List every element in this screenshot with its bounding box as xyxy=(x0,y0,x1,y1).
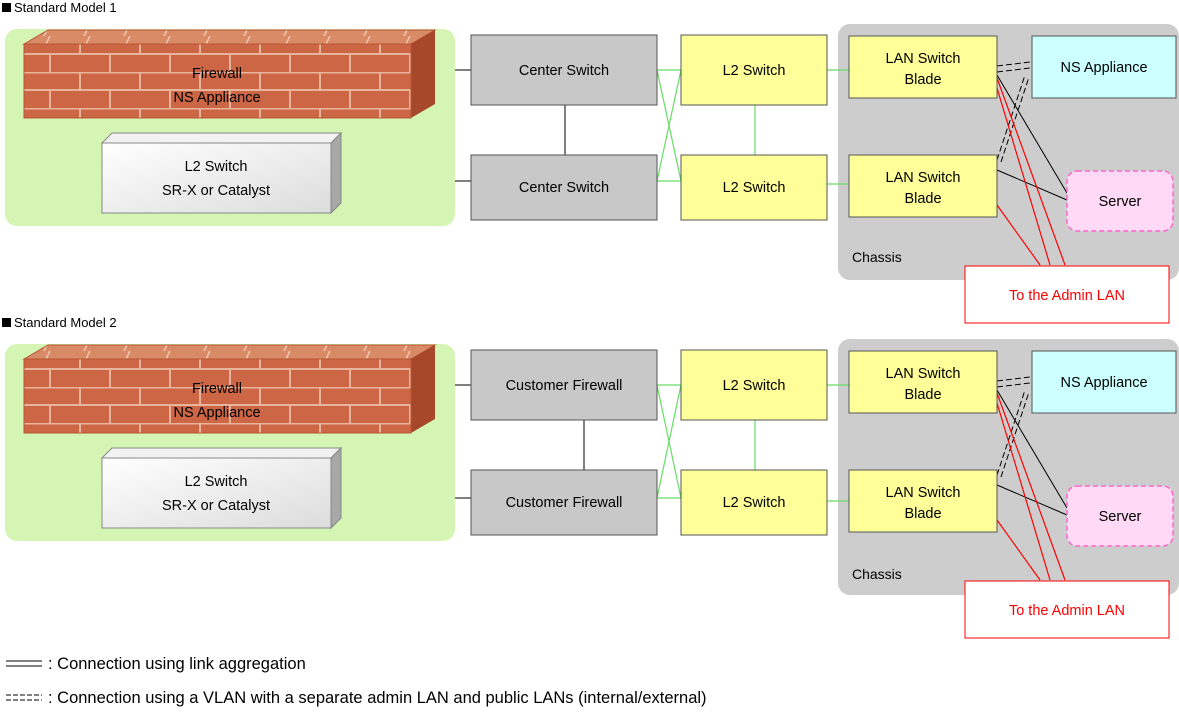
lan-switch-blade-bottom-box xyxy=(848,469,998,533)
lan-switch-blade-top-box xyxy=(848,35,998,99)
ns-appliance-box xyxy=(1031,350,1177,414)
center-switch-bottom-box xyxy=(470,154,658,221)
admin-lan-box xyxy=(964,580,1170,639)
l2-switch-bottom-box xyxy=(680,469,828,536)
section-title: Standard Model 2 xyxy=(14,315,117,330)
blade-label: Blade xyxy=(904,387,941,403)
link-aggregation-legend-icon xyxy=(6,660,42,667)
l2-switch-bottom-label: L2 Switch xyxy=(723,495,786,511)
server-label: Server xyxy=(1099,509,1142,525)
center-switch-bottom-label: Center Switch xyxy=(519,180,609,196)
sr-x-catalyst-label: SR-X or Catalyst xyxy=(162,183,270,199)
l2-switch-top-label: L2 Switch xyxy=(723,63,786,79)
customer-firewall-bottom-label: Customer Firewall xyxy=(506,495,623,511)
blade-label: Blade xyxy=(904,72,941,88)
l2-switch-top-box xyxy=(680,349,828,421)
legend: : Connection using link aggregation : Co… xyxy=(6,655,707,707)
customer-firewall-bottom-box xyxy=(470,469,658,536)
connections xyxy=(455,376,1068,581)
blade-label: Blade xyxy=(904,191,941,207)
firewall-wall: Firewall NS Appliance xyxy=(22,29,437,119)
lan-switch-label: LAN Switch xyxy=(886,485,961,501)
admin-lan-label: To the Admin LAN xyxy=(1009,603,1125,619)
l2-switch-sr-x-box: L2 Switch SR-X or Catalyst xyxy=(100,131,343,215)
legend-vlan-text: : Connection using a VLAN with a separat… xyxy=(48,689,707,707)
sr-x-catalyst-label: SR-X or Catalyst xyxy=(162,498,270,514)
lan-switch-label: LAN Switch xyxy=(886,51,961,67)
vlan-legend-icon xyxy=(6,694,42,701)
section-standard-model-2: Standard Model 2 Firewall NS Appliance L… xyxy=(2,315,1179,639)
center-switch-top-label: Center Switch xyxy=(519,63,609,79)
admin-lan-box xyxy=(964,265,1170,324)
firewall-label: Firewall xyxy=(192,381,242,397)
legend-link-aggregation-text: : Connection using link aggregation xyxy=(48,655,306,673)
section-standard-model-1: Standard Model 1 Firewall NS Appliance L… xyxy=(2,0,1179,324)
chassis-label: Chassis xyxy=(852,249,902,265)
chassis-label: Chassis xyxy=(852,566,902,582)
connections xyxy=(455,61,1068,266)
square-bullet-icon xyxy=(2,318,11,327)
l2-switch-sr-x-box: L2 Switch SR-X or Catalyst xyxy=(100,446,343,530)
section-title: Standard Model 1 xyxy=(14,0,117,15)
l2-switch-label: L2 Switch xyxy=(185,474,248,490)
ns-appliance-text: NS Appliance xyxy=(1060,375,1147,391)
lan-switch-blade-top-box xyxy=(848,350,998,414)
blade-label: Blade xyxy=(904,506,941,522)
admin-lan-label: To the Admin LAN xyxy=(1009,288,1125,304)
server-box xyxy=(1066,485,1174,547)
lan-switch-label: LAN Switch xyxy=(886,170,961,186)
firewall-label: Firewall xyxy=(192,66,242,82)
l2-switch-bottom-box xyxy=(680,154,828,221)
l2-switch-bottom-label: L2 Switch xyxy=(723,180,786,196)
l2-switch-label: L2 Switch xyxy=(185,159,248,175)
firewall-wall: Firewall NS Appliance xyxy=(22,344,437,434)
server-label: Server xyxy=(1099,194,1142,210)
ns-appliance-text: NS Appliance xyxy=(1060,60,1147,76)
l2-switch-top-label: L2 Switch xyxy=(723,378,786,394)
ns-appliance-label: NS Appliance xyxy=(173,405,260,421)
lan-switch-blade-bottom-box xyxy=(848,154,998,218)
center-switch-top-box xyxy=(470,34,658,106)
customer-firewall-top-box xyxy=(470,349,658,421)
ns-appliance-box xyxy=(1031,35,1177,99)
customer-firewall-top-label: Customer Firewall xyxy=(506,378,623,394)
server-box xyxy=(1066,170,1174,232)
ns-appliance-label: NS Appliance xyxy=(173,90,260,106)
square-bullet-icon xyxy=(2,3,11,12)
l2-switch-top-box xyxy=(680,34,828,106)
lan-switch-label: LAN Switch xyxy=(886,366,961,382)
